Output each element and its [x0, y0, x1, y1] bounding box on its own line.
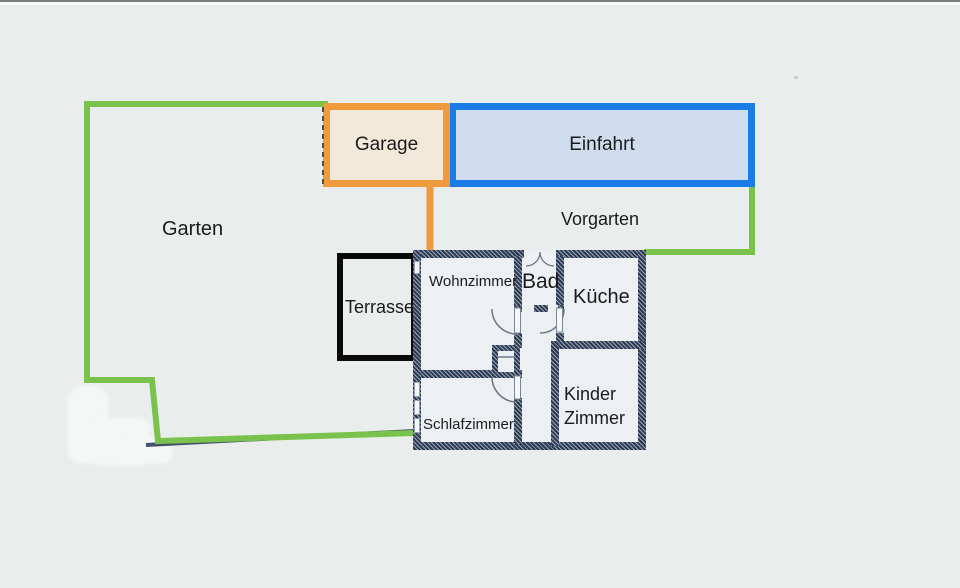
door-arc-wohnzimmer [491, 308, 518, 335]
wall-bad-bottom [514, 305, 564, 312]
kinderzimmer-label-line2: Zimmer [564, 408, 625, 428]
wall-schlafzimmer-right [514, 398, 522, 444]
wall-kinderzimmer-left [551, 341, 559, 446]
door-gap [522, 305, 534, 312]
garage-box: Garage [323, 103, 450, 187]
window-symbol [414, 382, 420, 397]
garage-inner-edge-mark [322, 107, 324, 185]
house-interior [413, 250, 646, 450]
door-arc-schlafzimmer [491, 376, 518, 403]
door-arc-bad-left [525, 251, 541, 267]
window-top-border-light [0, 2, 960, 5]
wall-schlafzimmer-top [421, 370, 522, 378]
wohnzimmer-room-label: Wohnzimmer [429, 273, 518, 290]
window-top-border-dark [0, 0, 960, 2]
garden-boundary-line [84, 101, 416, 445]
house-wall-right [638, 250, 646, 450]
wall-bad-right [556, 256, 564, 305]
window-symbol [414, 400, 420, 415]
einfahrt-label: Einfahrt [569, 134, 635, 155]
kinderzimmer-room-label: Kinder Zimmer [564, 382, 625, 430]
terrasse-label: Terrasse [345, 296, 415, 317]
wall-kueche-left [556, 333, 564, 345]
closet-shelf-line [498, 356, 514, 358]
dust-speck [794, 76, 798, 79]
wall-wohnzimmer-right [514, 256, 522, 307]
wall-hall-left [514, 333, 522, 348]
window-symbol [414, 261, 420, 274]
door-gap [548, 305, 558, 312]
garage-label: Garage [354, 134, 419, 155]
schlafzimmer-room-label: Schlafzimmer [423, 416, 514, 433]
garden-boundary-line-right [644, 185, 755, 255]
kinderzimmer-label-line1: Kinder [564, 384, 617, 404]
garten-area-label: Garten [162, 218, 224, 240]
door-leaf-schlafzimmer [514, 375, 521, 400]
bad-room-label: Bad [522, 270, 560, 293]
door-arc-bad-right [539, 251, 555, 267]
house-wall-bottom [413, 442, 646, 450]
house-wall-left [413, 250, 421, 450]
vorgarten-area-label: Vorgarten [561, 209, 640, 229]
wall-kueche-bottom [551, 341, 646, 349]
driveway-box: Einfahrt [449, 103, 755, 187]
door-leaf-kueche [556, 307, 563, 333]
window-symbol [414, 418, 420, 433]
door-leaf-wohnzimmer [514, 307, 521, 334]
kueche-room-label: Küche [573, 286, 630, 308]
